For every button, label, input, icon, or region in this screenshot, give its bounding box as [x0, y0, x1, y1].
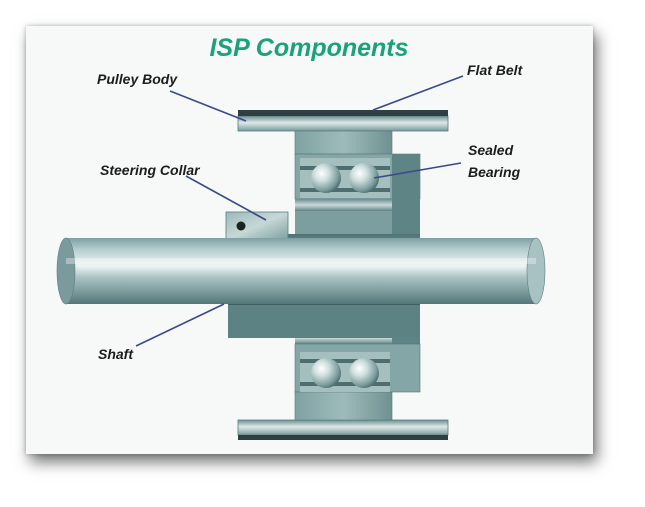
sealed-bearing-bottom [300, 352, 390, 392]
label-steering-collar: Steering Collar [100, 162, 201, 178]
label-sealed: Sealed [468, 142, 514, 158]
sealed-bearing-top [300, 158, 390, 198]
bearing-ball [311, 163, 341, 193]
steering-collar [225, 211, 289, 241]
flat-belt-bottom [238, 435, 448, 440]
leader-steering-collar [185, 175, 267, 221]
leader-pulley-body [169, 90, 247, 122]
collar-set-screw [236, 221, 246, 231]
leader-lines [135, 75, 464, 347]
label-pulley-body: Pulley Body [97, 71, 178, 87]
label-bearing: Bearing [468, 164, 521, 180]
flat-belt-top [238, 110, 448, 116]
pulley-body-top [237, 115, 449, 132]
shaft [56, 237, 546, 305]
leader-shaft [135, 303, 225, 347]
label-flat-belt: Flat Belt [467, 62, 524, 78]
leader-flat-belt [372, 75, 464, 111]
bearing-ball [349, 358, 379, 388]
bearing-ball [349, 163, 379, 193]
diagram-title: ISP Components [209, 34, 408, 62]
label-shaft: Shaft [98, 346, 134, 362]
bearing-ball [311, 358, 341, 388]
pulley-body-bottom [237, 419, 449, 436]
leader-sealed-bearing [373, 162, 462, 179]
